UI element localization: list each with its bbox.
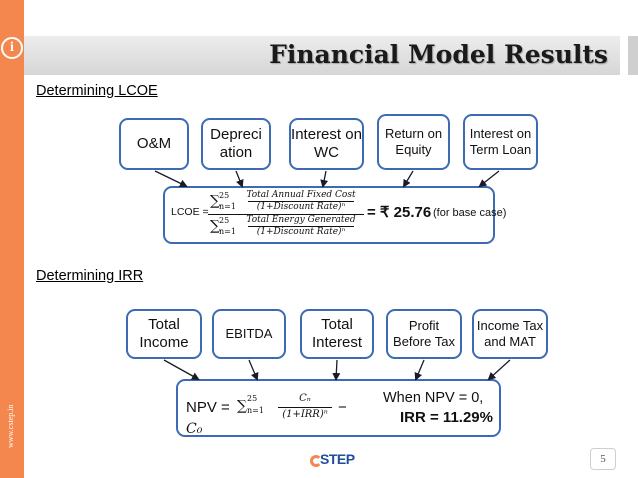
lcoe-result: = ₹ 25.76 — [367, 204, 432, 221]
page-number: 5 — [590, 448, 616, 470]
lcoe-num-bottom: (1+Discount Rate)ⁿ — [256, 202, 346, 212]
arrow-om — [154, 170, 188, 187]
slide-title: Financial Model Results — [269, 40, 608, 69]
arrow-income-tax-mat — [487, 359, 511, 381]
npv-frac-top: Cₙ — [299, 393, 311, 404]
npv-sigma: ∑ — [237, 398, 247, 414]
info-icon[interactable]: i — [1, 37, 23, 59]
box-profit-before-tax: Profit Before Tax — [386, 309, 462, 359]
arrow-depreciation — [235, 170, 244, 188]
title-bar-accent — [628, 36, 638, 75]
irr-heading: Determining IRR — [36, 268, 144, 284]
lcoe-den-bottom: (1+Discount Rate)ⁿ — [256, 227, 346, 237]
lcoe-num-sum-bottom: n=1 — [219, 202, 236, 211]
lcoe-den-bar — [248, 226, 354, 227]
box-total-income: Total Income — [126, 309, 202, 359]
arrow-total-interest — [332, 359, 341, 381]
irr-result: IRR = 11.29% — [400, 409, 493, 426]
sidebar-strip — [0, 0, 24, 478]
npv-sum-bottom: n=1 — [247, 406, 264, 415]
lcoe-heading: Determining LCOE — [36, 83, 158, 99]
cstep-logo: STEP — [310, 450, 356, 468]
box-return-equity: Return on Equity — [377, 114, 450, 170]
npv-frac-bar — [278, 407, 332, 408]
arrow-interest-wc — [320, 170, 329, 188]
lcoe-main-bar — [208, 214, 364, 215]
box-total-interest: Total Interest — [300, 309, 374, 359]
arrow-total-income — [163, 359, 200, 380]
box-depreciation: Depreci ation — [201, 118, 271, 170]
lcoe-den-sum-top: 25 — [219, 216, 230, 225]
box-interest-wc: Interest on WC — [289, 118, 364, 170]
lcoe-den-top: Total Energy Generated — [246, 215, 356, 225]
lcoe-formula-box — [163, 186, 495, 244]
lcoe-num-sum-top: 25 — [219, 191, 230, 200]
npv-sum-top: 25 — [247, 394, 258, 403]
logo-text: STEP — [320, 451, 355, 467]
npv-prefix: NPV = — [186, 399, 230, 416]
arrow-profit-before-tax — [414, 359, 425, 381]
info-glyph: i — [10, 40, 14, 55]
arrow-ebitda — [248, 359, 259, 381]
logo-mark-icon — [310, 455, 322, 467]
arrow-return-equity — [402, 170, 414, 188]
box-interest-term-loan: Interest on Term Loan — [463, 114, 538, 170]
title-bar — [24, 36, 620, 75]
lcoe-num-sigma: ∑ — [210, 193, 220, 209]
lcoe-num-top: Total Annual Fixed Cost — [246, 190, 356, 200]
lcoe-den-sum-bottom: n=1 — [219, 227, 236, 236]
irr-condition: When NPV = 0, — [383, 390, 484, 406]
box-income-tax-mat: Income Tax and MAT — [472, 309, 548, 359]
lcoe-label: LCOE = — [171, 206, 209, 218]
lcoe-num-bar — [248, 201, 354, 202]
npv-minus: − — [338, 399, 347, 416]
npv-c0: C₀ — [186, 421, 203, 437]
npv-frac-bottom: (1+IRR)ⁿ — [282, 409, 328, 420]
lcoe-note: (for base case) — [433, 207, 507, 219]
lcoe-den-sigma: ∑ — [210, 218, 220, 234]
arrow-interest-term-loan — [478, 170, 500, 188]
box-om: O&M — [119, 118, 189, 170]
box-ebitda: EBITDA — [212, 309, 286, 359]
